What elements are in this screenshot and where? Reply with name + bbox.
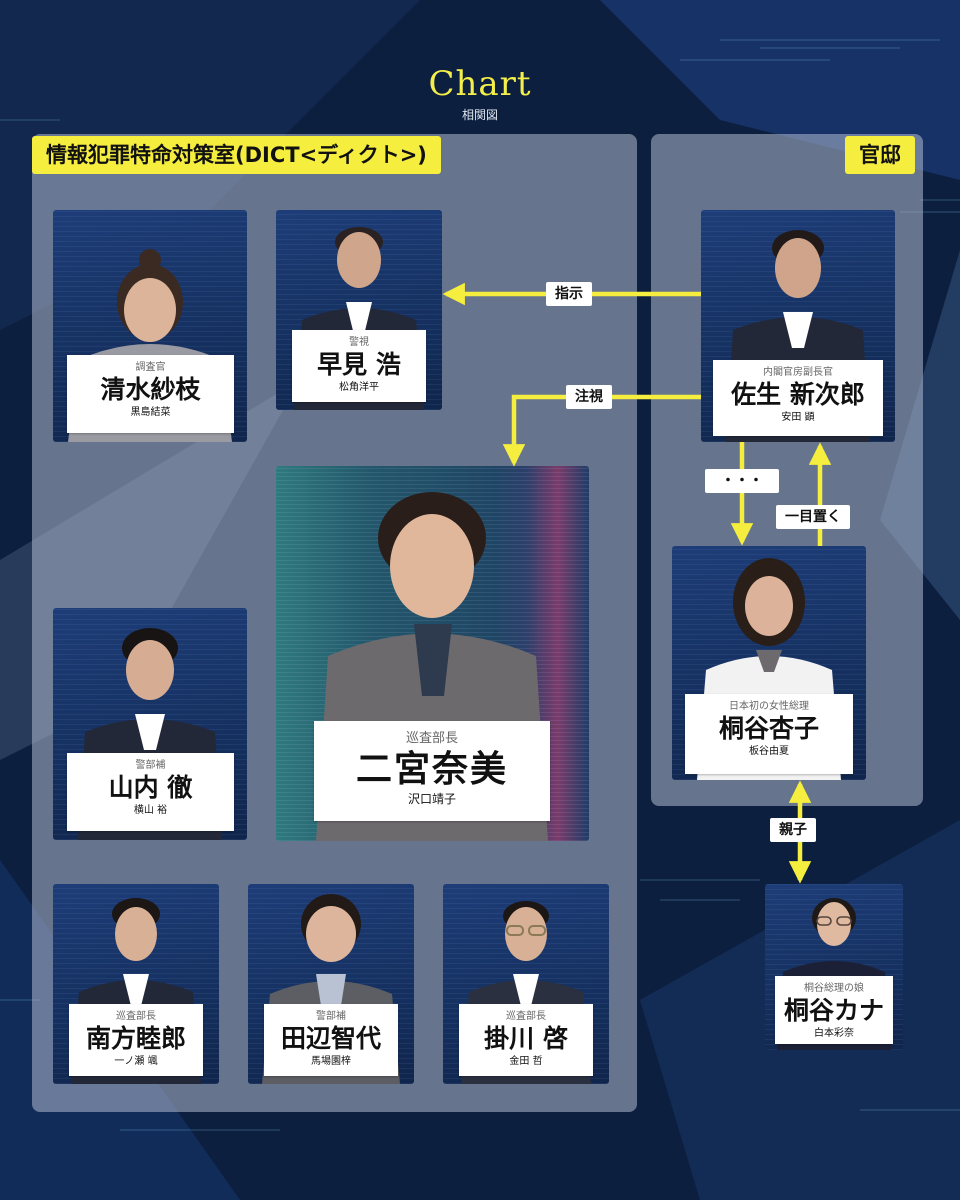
role-label: 内閣官房副長官: [763, 367, 833, 378]
role-label: 巡査部長: [405, 731, 458, 746]
role-label: 巡査部長: [506, 1011, 546, 1022]
person-card-kakegawa[interactable]: 巡査部長 掛川 啓 金田 哲: [443, 884, 609, 1084]
character-name: 山内 徹: [108, 773, 193, 802]
person-card-hayami[interactable]: 警視 早見 浩 松角洋平: [276, 210, 442, 410]
actor-name: 松角洋平: [339, 382, 379, 393]
person-card-shimizu[interactable]: 調査官 清水紗枝 黒島結菜: [53, 210, 247, 442]
chart-title: Chart: [428, 64, 532, 104]
nameplate-kakegawa: 巡査部長 掛川 啓 金田 哲: [459, 1004, 593, 1076]
role-label: 日本初の女性総理: [729, 701, 809, 712]
kantei-group-label: 官邸: [845, 136, 915, 174]
role-label: 警視: [349, 337, 369, 348]
person-card-tanabe[interactable]: 警部補 田辺智代 馬場園梓: [248, 884, 414, 1084]
character-name: 二宮奈美: [355, 748, 508, 790]
person-card-ninomiya[interactable]: 巡査部長 二宮奈美 沢口靖子: [276, 466, 589, 841]
actor-name: 一ノ瀬 颯: [114, 1056, 158, 1067]
person-card-yamauchi[interactable]: 警部補 山内 徹 横山 裕: [53, 608, 247, 840]
character-name: 佐生 新次郎: [731, 380, 865, 409]
character-name: 清水紗枝: [100, 375, 201, 404]
role-label: 調査官: [135, 362, 166, 373]
actor-name: 白本彩奈: [814, 1028, 854, 1039]
nameplate-minakata: 巡査部長 南方睦郎 一ノ瀬 颯: [69, 1004, 203, 1076]
chart-subtitle: 相関図: [461, 108, 498, 122]
relation-label-oyako: 親子: [770, 818, 816, 842]
actor-name: 沢口靖子: [407, 792, 456, 806]
relation-label-dots: ・・・: [705, 469, 779, 493]
nameplate-kiriya: 日本初の女性総理 桐谷杏子 板谷由夏: [685, 694, 853, 774]
relation-label-ichimoku: 一目置く: [776, 505, 850, 529]
nameplate-sao: 内閣官房副長官 佐生 新次郎 安田 顕: [713, 360, 883, 436]
actor-name: 黒島結菜: [130, 407, 171, 418]
actor-name: 横山 裕: [133, 805, 168, 816]
actor-name: 馬場園梓: [311, 1056, 351, 1067]
person-card-minakata[interactable]: 巡査部長 南方睦郎 一ノ瀬 颯: [53, 884, 219, 1084]
character-name: 田辺智代: [280, 1024, 381, 1053]
nameplate-ninomiya: 巡査部長 二宮奈美 沢口靖子: [314, 721, 550, 821]
character-name: 掛川 啓: [484, 1024, 568, 1053]
actor-name: 金田 哲: [509, 1056, 543, 1067]
nameplate-yamauchi: 警部補 山内 徹 横山 裕: [67, 753, 234, 831]
role-label: 巡査部長: [116, 1011, 156, 1022]
person-card-kiriya[interactable]: 日本初の女性総理 桐谷杏子 板谷由夏: [672, 546, 866, 780]
role-label: 桐谷総理の娘: [804, 983, 864, 994]
character-name: 桐谷杏子: [718, 714, 819, 743]
relation-label-shiji: 指示: [546, 282, 592, 306]
person-card-kana[interactable]: 桐谷総理の娘 桐谷カナ 白本彩奈: [765, 884, 903, 1050]
person-card-sao[interactable]: 内閣官房副長官 佐生 新次郎 安田 顕: [701, 210, 895, 442]
role-label: 警部補: [316, 1011, 346, 1022]
nameplate-shimizu: 調査官 清水紗枝 黒島結菜: [67, 355, 234, 433]
actor-name: 板谷由夏: [749, 746, 789, 757]
character-name: 桐谷カナ: [783, 996, 884, 1025]
character-name: 早見 浩: [317, 350, 401, 379]
relation-label-chushi: 注視: [566, 385, 612, 409]
nameplate-tanabe: 警部補 田辺智代 馬場園梓: [264, 1004, 398, 1076]
role-label: 警部補: [135, 760, 166, 771]
dict-group-label: 情報犯罪特命対策室(DICT<ディクト>): [32, 136, 441, 174]
actor-name: 安田 顕: [781, 412, 815, 423]
nameplate-kana: 桐谷総理の娘 桐谷カナ 白本彩奈: [775, 976, 893, 1044]
nameplate-hayami: 警視 早見 浩 松角洋平: [292, 330, 426, 402]
character-name: 南方睦郎: [85, 1024, 186, 1053]
